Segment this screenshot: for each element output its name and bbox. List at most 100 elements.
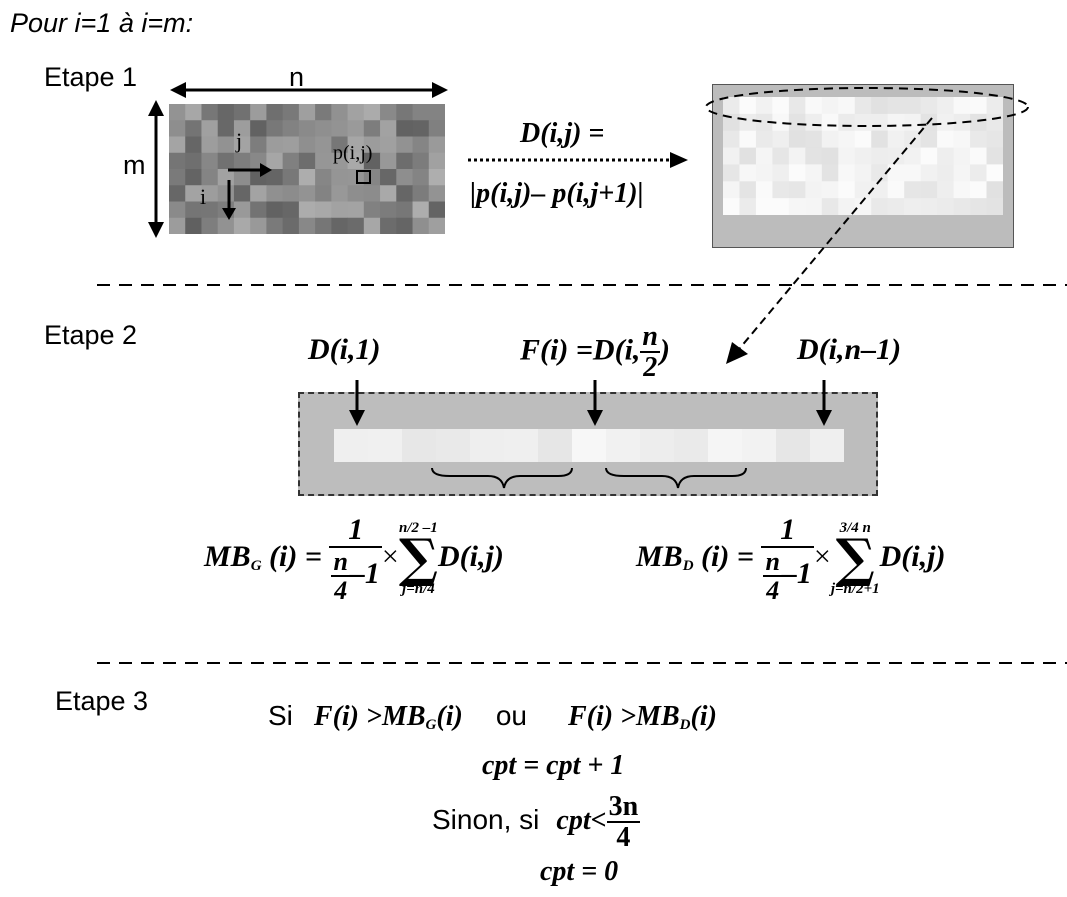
mosaic-cell — [755, 198, 773, 215]
mosaic-cell — [412, 104, 430, 121]
mosaic-cell — [266, 152, 284, 170]
mosaic-cell — [838, 130, 856, 149]
mosaic-cell — [250, 201, 267, 219]
mosaic-cell — [169, 104, 186, 121]
mosaic-cell — [298, 217, 316, 234]
mosaic-cell — [396, 217, 414, 234]
mosaic-cell — [380, 185, 397, 202]
mosaic-cell — [887, 147, 905, 165]
mosaic-cell — [412, 185, 430, 202]
mosaic-cell — [380, 152, 397, 170]
mosaic-cell — [937, 113, 955, 132]
mosaic-cell — [217, 152, 235, 170]
mosaic-cell — [920, 147, 938, 165]
mosaic-cell — [347, 185, 365, 202]
row-strip-panel — [298, 392, 878, 496]
mosaic-cell — [755, 130, 773, 149]
mosaic-cell — [772, 113, 790, 132]
mbd-frac-num: 1 — [761, 514, 814, 548]
mosaic-cell — [920, 198, 938, 215]
mosaic-cell — [185, 201, 202, 219]
mbg-den-n: n — [331, 546, 350, 577]
si-keyword: Si — [268, 700, 293, 731]
mbd-den-n: n — [763, 546, 782, 577]
mosaic-cell — [838, 198, 856, 215]
mosaic-cell — [282, 152, 300, 170]
mosaic-cell — [436, 429, 471, 462]
mosaic-cell — [282, 104, 300, 121]
mosaic-cell — [970, 198, 988, 215]
mbg-times: × — [381, 539, 399, 573]
loop-header: Pour i=1 à i=m: — [10, 8, 194, 38]
difference-formula-bottom: |p(i,j)– p(i,j+1)| — [470, 178, 644, 209]
mosaic-cell — [821, 164, 839, 182]
mosaic-cell — [315, 120, 332, 137]
mosaic-cell — [723, 113, 740, 132]
mosaic-cell — [380, 136, 397, 154]
column-pointer-arrows — [349, 380, 832, 426]
mosaic-cell — [428, 217, 445, 234]
mosaic-cell — [428, 152, 445, 170]
mosaic-cell — [185, 217, 202, 234]
mosaic-cell — [233, 169, 251, 186]
mosaic-cell — [805, 181, 823, 199]
mosaic-cell — [169, 201, 186, 219]
mosaic-cell — [428, 201, 445, 219]
mosaic-cell — [282, 185, 300, 202]
step1-label: Etape 1 — [44, 62, 138, 92]
mosaic-cell — [805, 113, 823, 132]
compare-num: 3n — [606, 791, 641, 824]
mosaic-cell — [739, 113, 757, 132]
mbd-arg: (i) = — [701, 539, 754, 573]
mosaic-cell — [331, 120, 349, 137]
mosaic-cell — [755, 164, 773, 182]
mbd-sum-sign: ∑ — [835, 527, 875, 589]
mosaic-cell — [250, 104, 267, 121]
mosaic-cell — [412, 169, 430, 186]
condition-right: F(i) >MB — [567, 701, 680, 732]
mosaic-cell — [788, 130, 806, 149]
mosaic-cell — [282, 169, 300, 186]
mosaic-cell — [805, 198, 823, 215]
mosaic-cell — [739, 181, 757, 199]
condition-line: Si F(i) >MBG(i) ou F(i) >MBD(i) — [268, 700, 717, 734]
mosaic-cell — [298, 104, 316, 121]
mosaic-cell — [169, 120, 186, 137]
mosaic-cell — [904, 198, 922, 215]
column-index-label: j — [236, 128, 243, 153]
mosaic-cell — [838, 97, 856, 115]
mosaic-cell — [871, 147, 889, 165]
mosaic-cell — [185, 169, 202, 186]
mosaic-cell — [428, 120, 445, 137]
separator-2 — [97, 662, 1067, 664]
mosaic-cell — [504, 429, 539, 462]
mosaic-cell — [970, 147, 988, 165]
mosaic-cell — [970, 181, 988, 199]
mosaic-cell — [363, 217, 381, 234]
mbg-sum-sign: ∑ — [398, 527, 438, 589]
last-column-label: D(i,n–1) — [797, 333, 902, 366]
mosaic-cell — [169, 152, 186, 170]
mosaic-cell — [412, 136, 430, 154]
mosaic-cell — [363, 104, 381, 121]
mbd-sum-bottom: j=n/2+1 — [830, 581, 880, 598]
mosaic-cell — [282, 120, 300, 137]
mosaic-cell — [674, 429, 709, 462]
sinon-keyword: Sinon, si — [432, 803, 540, 835]
mosaic-cell — [331, 136, 349, 154]
mbd-term: D(i,j) — [879, 539, 946, 573]
mosaic-cell — [217, 104, 235, 121]
mosaic-cell — [986, 198, 1003, 215]
mosaic-cell — [396, 104, 414, 121]
mbg-term: D(i,j) — [438, 539, 504, 573]
mosaic-cell — [854, 181, 872, 199]
mosaic-cell — [363, 201, 381, 219]
mosaic-cell — [986, 181, 1003, 199]
mosaic-cell — [920, 130, 938, 149]
mosaic-cell — [217, 217, 235, 234]
mosaic-cell — [871, 164, 889, 182]
mosaic-cell — [363, 185, 381, 202]
mosaic-cell — [772, 97, 790, 115]
mosaic-cell — [315, 169, 332, 186]
